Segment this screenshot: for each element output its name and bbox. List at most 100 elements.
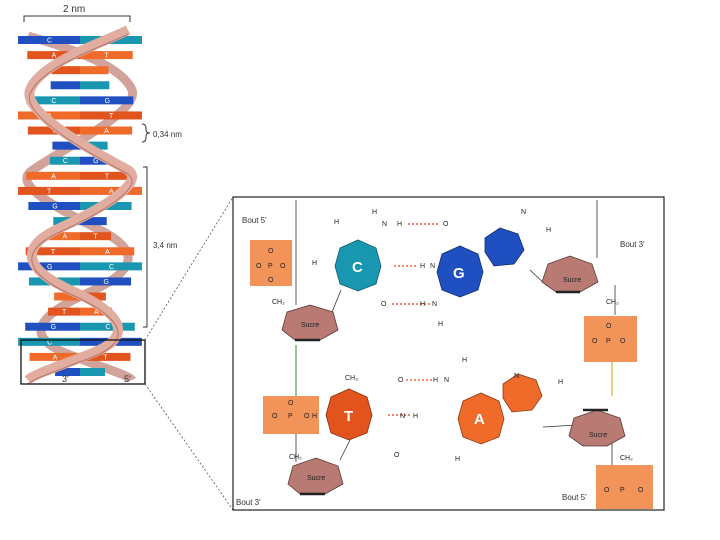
rung-left-label-13: A [62,234,67,241]
svg-text:O: O [272,413,278,420]
rung-left-22 [55,368,80,376]
rung-right-19 [80,322,135,331]
svg-text:O: O [620,338,626,345]
rung-left-11 [28,202,80,210]
phosphate-bottom-left: O P O O [263,396,319,434]
rung-right-label-8: G [93,158,98,165]
svg-text:H: H [413,413,418,420]
front-strand [24,25,137,384]
svg-text:O: O [592,338,598,345]
rung-right-label-14: A [105,249,110,256]
zoom-line-top [144,196,234,341]
svg-text:A: A [474,411,485,428]
rung-right-label-16: G [104,279,109,286]
rung-left-label-14: T [51,249,56,256]
rung-right-label-13: T [94,234,99,241]
sugar-bottom-left: Sucre CH₂ [287,454,344,496]
rung-right-1 [80,51,133,60]
rung-right-9 [80,171,134,180]
helix-end-right: 5' [124,374,131,384]
width-label: 2 nm [63,4,85,15]
rung-right-5 [80,111,142,120]
rung-left-21 [29,352,80,361]
svg-text:H: H [420,301,425,308]
rung-right-label-4: G [105,98,110,105]
bout5-top-label: Bout 5' [242,216,267,225]
rung-right-21 [80,352,131,361]
svg-text:CH₂: CH₂ [289,454,302,461]
svg-text:Sucre: Sucre [301,322,319,329]
rung-right-6 [80,126,133,135]
rung-right-label-19: C [105,324,110,331]
molecular-detail: Bout 5' Bout 3' Bout 3' Bout 5' O P O [232,196,665,511]
svg-text:CH₂: CH₂ [272,299,285,306]
rung-right-label-9: T [105,173,110,180]
rung-left-10 [18,186,80,195]
svg-text:H: H [334,219,339,226]
rung-left-label-9: A [51,173,56,180]
svg-text:O: O [268,277,274,284]
rung-left-17 [54,292,80,301]
bout3-bottom-label: Bout 3' [236,498,261,507]
rung-left-20 [18,337,80,346]
svg-text:Sucre: Sucre [589,432,607,439]
rung-right-3 [80,81,110,90]
rung-left-19 [25,322,80,331]
helix-end-left: 3' [62,374,69,384]
svg-text:P: P [288,413,293,420]
svg-text:T: T [344,408,353,425]
rung-right-label-1: T [104,53,109,60]
rung-right-4 [80,96,134,105]
svg-text:CH₂: CH₂ [620,455,633,462]
rung-right-14 [80,247,135,256]
rung-left-18 [48,307,80,316]
pitch-bracket [143,166,148,328]
svg-text:O: O [268,248,274,255]
svg-text:Sucre: Sucre [307,475,325,482]
svg-text:H: H [455,456,460,463]
svg-text:N: N [444,377,449,384]
rung-left-label-0: C [47,38,52,45]
rung-right-15 [80,262,142,271]
sugar-bottom-right: Sucre CH₂ [568,408,633,462]
rung-right-label-15: C [109,264,114,271]
svg-text:H: H [420,263,425,270]
rung-left-4 [26,96,80,105]
base-guanine: G [436,227,525,298]
rung-left-7 [52,141,80,150]
svg-text:CH₂: CH₂ [606,299,619,306]
rung-right-18 [80,307,112,316]
svg-text:H: H [397,221,402,228]
atom-labels: H H N H O H H N O H N H H N CH₃ O H N H … [312,209,563,463]
bout3-right-label: Bout 3' [620,240,645,249]
rung-left-15 [18,262,80,271]
bout5-bottom-label: Bout 5' [562,493,587,502]
width-bracket [23,15,131,22]
rung-right-label-6: A [104,128,109,135]
svg-text:H: H [558,379,563,386]
svg-text:O: O [394,452,400,459]
rung-left-13 [48,232,80,241]
svg-text:C: C [352,259,363,276]
svg-text:P: P [606,338,611,345]
svg-text:H: H [312,413,317,420]
svg-text:O: O [256,263,262,270]
rung-right-label-5: T [109,113,114,120]
rung-left-8 [49,156,80,165]
rung-left-9 [26,171,80,180]
svg-text:O: O [604,487,610,494]
rung-left-label-18: T [62,309,67,316]
rung-left-label-4: C [51,98,56,105]
svg-text:O: O [398,377,404,384]
sugar-top-right: Sucre CH₂ [541,255,619,306]
svg-text:O: O [606,323,612,330]
rung-right-label-18: A [94,309,99,316]
svg-text:N: N [432,301,437,308]
svg-text:H: H [462,357,467,364]
phosphate-bottom-right: O P O [596,465,653,509]
rung-left-1 [27,51,80,60]
svg-text:N: N [400,413,405,420]
svg-text:O: O [288,400,294,407]
